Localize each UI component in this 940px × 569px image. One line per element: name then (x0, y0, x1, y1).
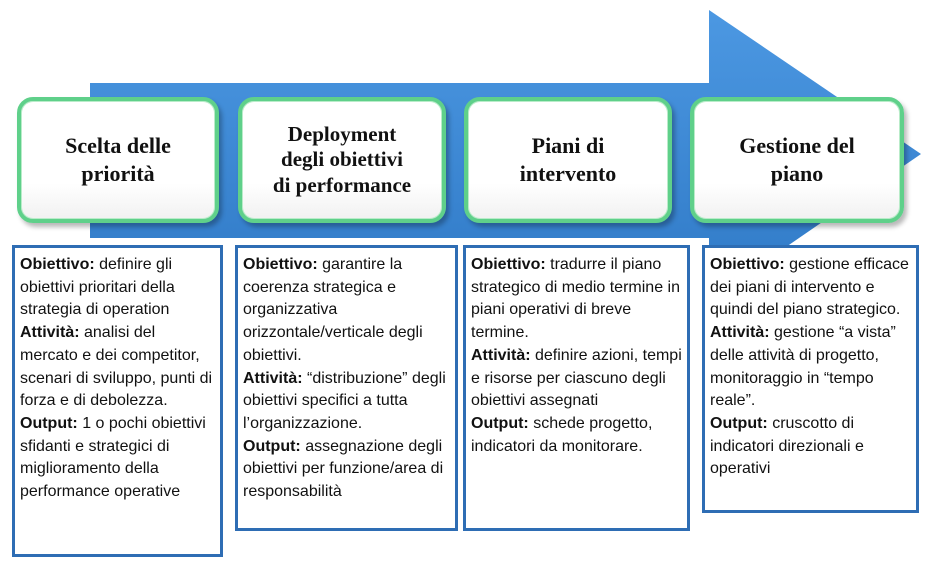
phase-title: Piani di intervento (519, 132, 617, 186)
card-output: Output: 1 o pochi obiettivi sfidanti e s… (20, 414, 206, 501)
card-activity: Attività: analisi del mercato e dei comp… (20, 324, 213, 410)
description-card-2: Obiettivo: garantire la coerenza strateg… (235, 245, 458, 531)
description-card-4: Obiettivo: gestione efficace dei piani d… (702, 245, 919, 513)
phase-box-gestione-piano: Gestione del piano (690, 97, 904, 223)
card-objective: Obiettivo: gestione efficace dei piani d… (710, 256, 909, 319)
card-output: Output: cruscotto di indicatori direzion… (710, 414, 864, 478)
phase-title: Deployment degli obiettivi di performanc… (272, 121, 412, 197)
description-card-3: Obiettivo: tradurre il piano strategico … (463, 245, 690, 531)
card-objective: Obiettivo: garantire la coerenza strateg… (243, 256, 423, 364)
description-card-1: Obiettivo: definire gli obiettivi priori… (12, 245, 223, 557)
phase-box-deployment: Deployment degli obiettivi di performanc… (238, 97, 446, 223)
phase-title: Scelta delle priorità (65, 132, 171, 186)
phase-box-piani-intervento: Piani di intervento (464, 97, 672, 223)
card-output: Output: assegnazione degli obiettivi per… (243, 437, 444, 501)
card-objective: Obiettivo: definire gli obiettivi priori… (20, 256, 175, 319)
phase-title: Gestione del piano (739, 132, 855, 186)
card-objective: Obiettivo: tradurre il piano strategico … (471, 256, 680, 342)
card-activity: Attività: definire azioni, tempi e risor… (471, 346, 682, 410)
card-activity: Attività: “distribuzione” degli obiettiv… (243, 369, 446, 432)
phase-box-scelta-priorita: Scelta delle priorità (17, 97, 219, 223)
card-activity: Attività: gestione “a vista” delle attiv… (710, 324, 896, 410)
card-output: Output: schede progetto, indicatori da m… (471, 414, 653, 455)
